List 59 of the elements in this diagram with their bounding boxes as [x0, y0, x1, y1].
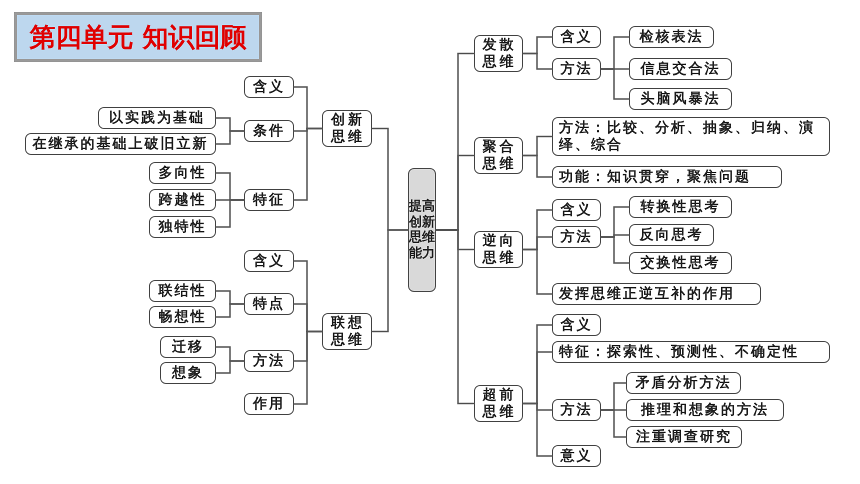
connector-line — [294, 330, 322, 405]
topic-box: 特征：探索性、预测性、不确定性 — [552, 341, 830, 363]
topic-box: 信息交合法 — [629, 58, 732, 80]
connector-line — [601, 409, 626, 438]
connector-line — [601, 68, 629, 100]
topic-box: 方法 — [552, 226, 601, 248]
connector-line — [216, 199, 244, 228]
branch-box: 发散思维 — [474, 35, 523, 72]
connector-line — [216, 360, 244, 374]
topic-box: 迁移 — [160, 336, 216, 358]
topic-box: 转换性思考 — [629, 196, 732, 218]
topic-box: 发挥思维正逆互补的作用 — [552, 283, 761, 305]
topic-box: 作用 — [244, 393, 294, 415]
topic-box: 多向性 — [149, 162, 216, 184]
topic-box: 方法 — [552, 399, 601, 421]
topic-box: 交换性思考 — [629, 252, 732, 274]
central-topic-box: 提高创新思维能力 — [408, 168, 436, 292]
topic-box: 联结性 — [149, 280, 216, 302]
title-banner: 第四单元 知识回顾 — [14, 12, 262, 62]
connector-line — [294, 128, 322, 201]
topic-box: 特点 — [244, 293, 294, 315]
topic-box: 含义 — [552, 314, 601, 336]
branch-box: 逆向思维 — [474, 231, 523, 268]
connector-line — [372, 229, 408, 332]
connector-line — [523, 248, 552, 295]
topic-box: 矛盾分析方法 — [626, 372, 741, 394]
topic-box: 畅想性 — [149, 306, 216, 328]
topic-box: 含义 — [244, 76, 294, 98]
topic-box: 含义 — [244, 250, 294, 272]
topic-box: 在继承的基础上破旧立新 — [25, 133, 216, 155]
connector-line — [216, 130, 244, 145]
connector-line — [436, 229, 474, 404]
topic-box: 头脑风暴法 — [629, 88, 732, 110]
topic-box: 跨越性 — [149, 189, 216, 211]
topic-box: 反向思考 — [629, 224, 714, 246]
topic-box: 检核表法 — [629, 26, 714, 48]
topic-box: 意义 — [552, 445, 601, 467]
topic-box: 方法 — [244, 350, 294, 372]
branch-box: 创新思维 — [322, 110, 372, 147]
connector-line — [216, 303, 244, 318]
branch-box: 聚合思维 — [474, 137, 523, 174]
topic-box: 含义 — [552, 199, 601, 221]
connector-line — [601, 236, 629, 264]
connector-line — [523, 52, 552, 70]
connector-line — [523, 402, 552, 457]
topic-box: 推理和想象的方法 — [626, 399, 784, 421]
topic-box: 注重调查研究 — [626, 426, 742, 448]
topic-box: 条件 — [244, 120, 294, 142]
branch-box: 联想思维 — [322, 313, 372, 350]
connector-line — [523, 154, 552, 178]
topic-box: 特征 — [244, 189, 294, 211]
topic-box: 含义 — [552, 26, 601, 48]
topic-box: 方法 — [552, 58, 601, 80]
topic-box: 以实践为基础 — [98, 107, 216, 129]
topic-box: 功能：知识贯穿，聚焦问题 — [552, 166, 782, 188]
topic-box: 方法：比较、分析、抽象、归纳、演绎、综合 — [552, 117, 830, 156]
topic-box: 独特性 — [149, 216, 216, 238]
topic-box: 想象 — [160, 362, 216, 384]
branch-box: 超前思维 — [474, 385, 523, 422]
